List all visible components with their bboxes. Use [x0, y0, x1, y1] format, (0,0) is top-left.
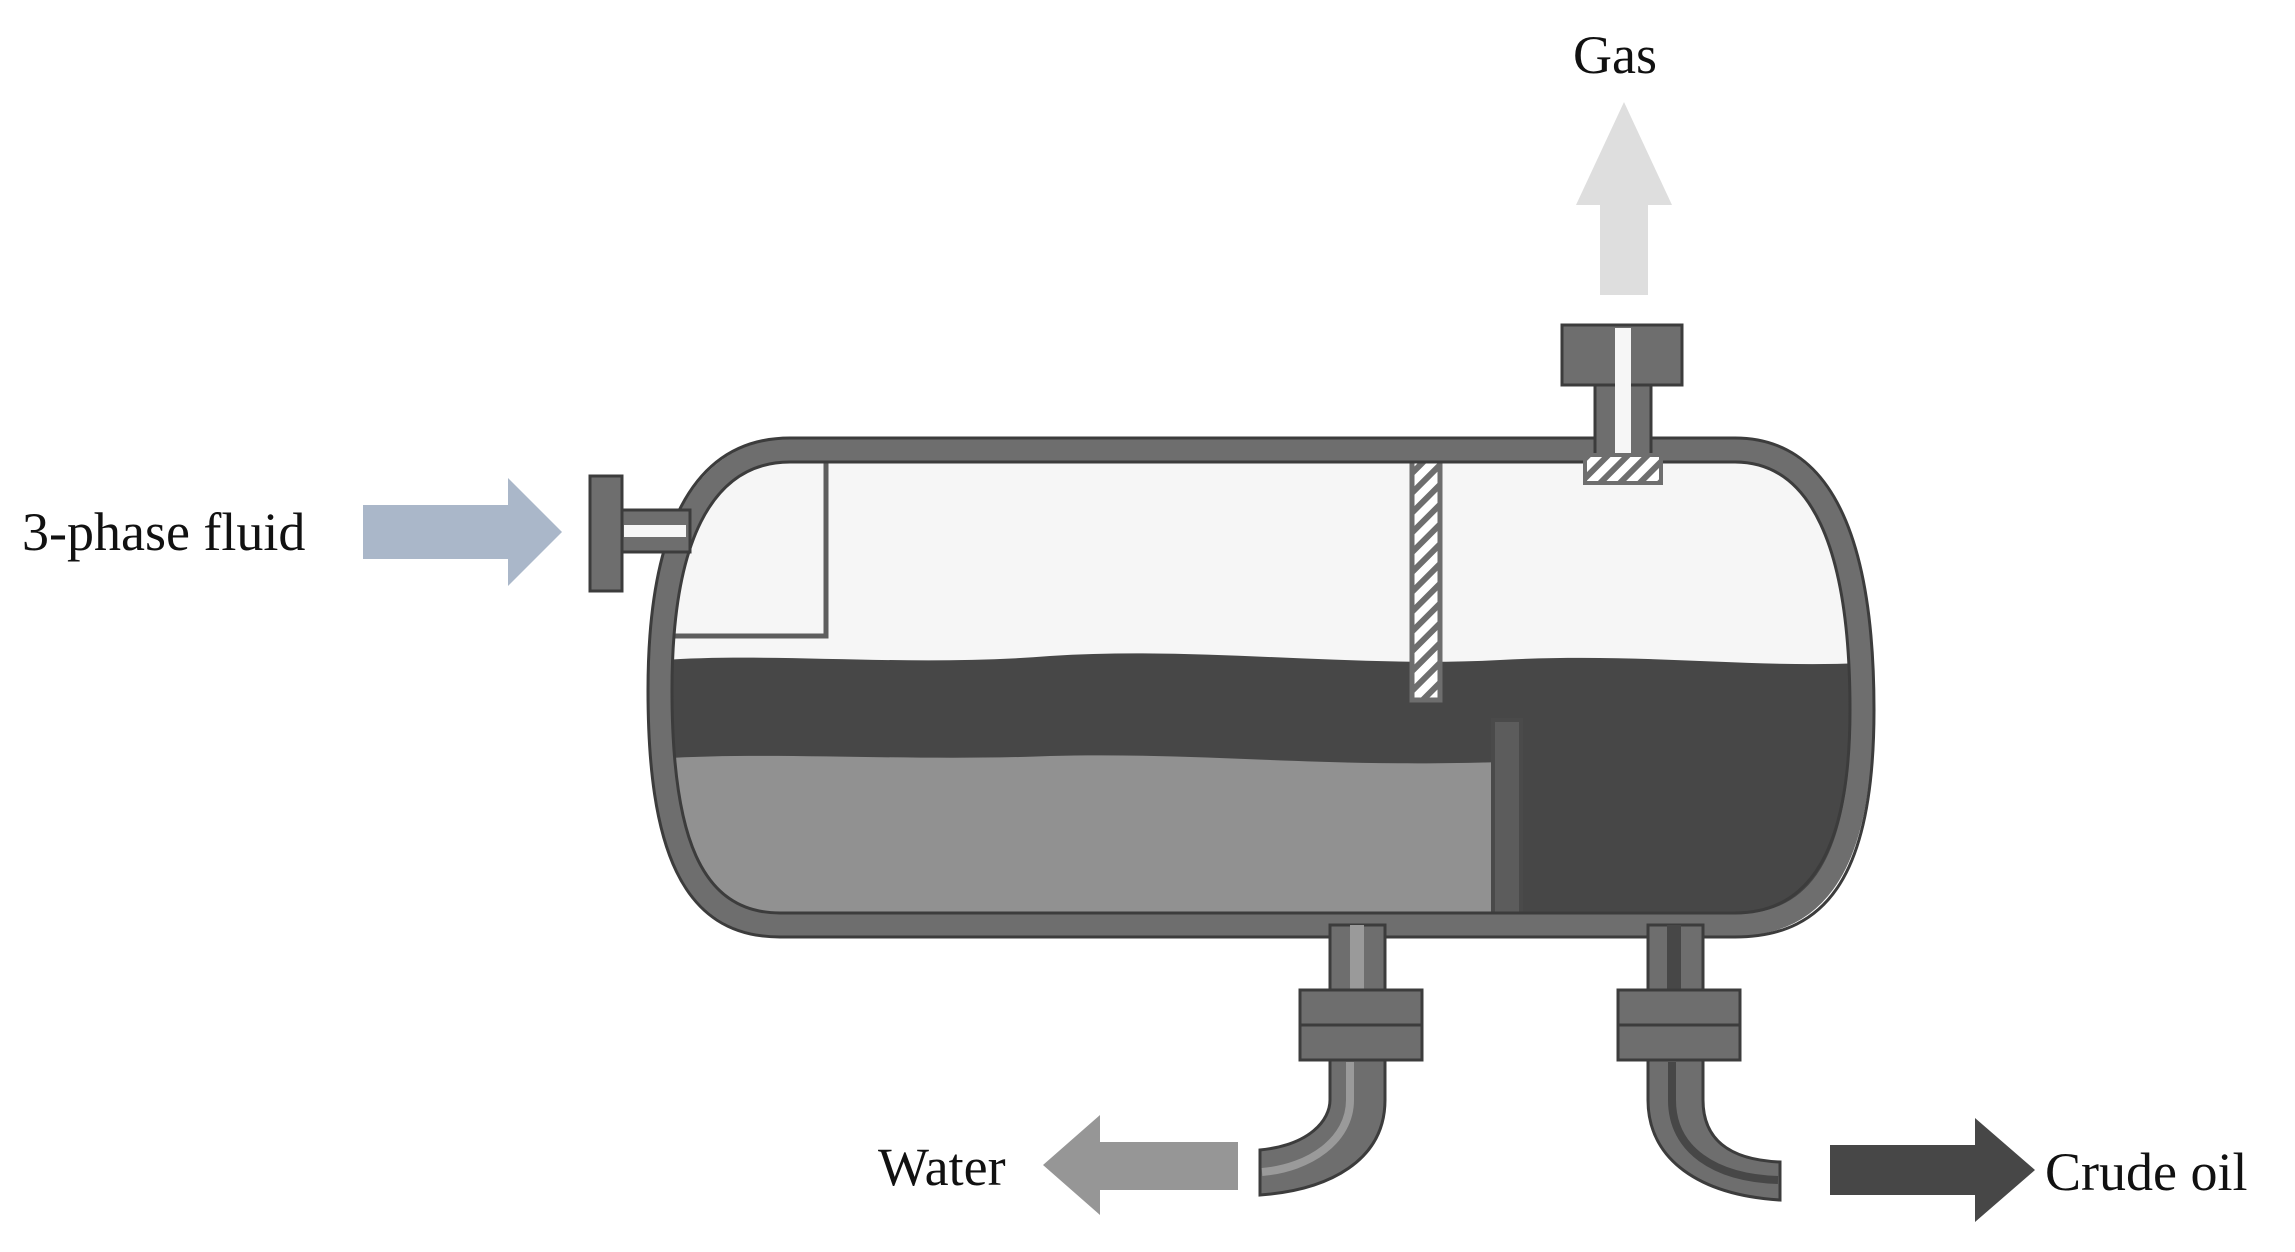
baffle [1409, 452, 1443, 703]
water-label: Water [878, 1137, 1006, 1197]
inlet-arrow [363, 478, 562, 586]
water-layer [660, 755, 1500, 925]
inlet-diverter [660, 455, 829, 639]
vessel-shell-outline [646, 436, 1876, 939]
crude-oil-outlet-nozzle [1616, 923, 1782, 1202]
vessel-shell [648, 439, 1874, 936]
vessel-shell-inner [670, 460, 1852, 915]
inlet-nozzle [588, 474, 692, 593]
gas-label: Gas [1573, 25, 1657, 85]
water-outlet-arrow [1043, 1115, 1238, 1215]
crude-oil-label: Crude oil [2045, 1142, 2248, 1202]
inlet-label: 3-phase fluid [22, 502, 306, 562]
water-outlet-nozzle [1258, 923, 1424, 1197]
vessel-contents [660, 450, 1862, 925]
crude-oil-outlet-arrow [1830, 1118, 2035, 1222]
weir [1491, 718, 1523, 922]
gas-outlet-arrow [1576, 102, 1672, 295]
gas-outlet-nozzle [1560, 323, 1684, 485]
